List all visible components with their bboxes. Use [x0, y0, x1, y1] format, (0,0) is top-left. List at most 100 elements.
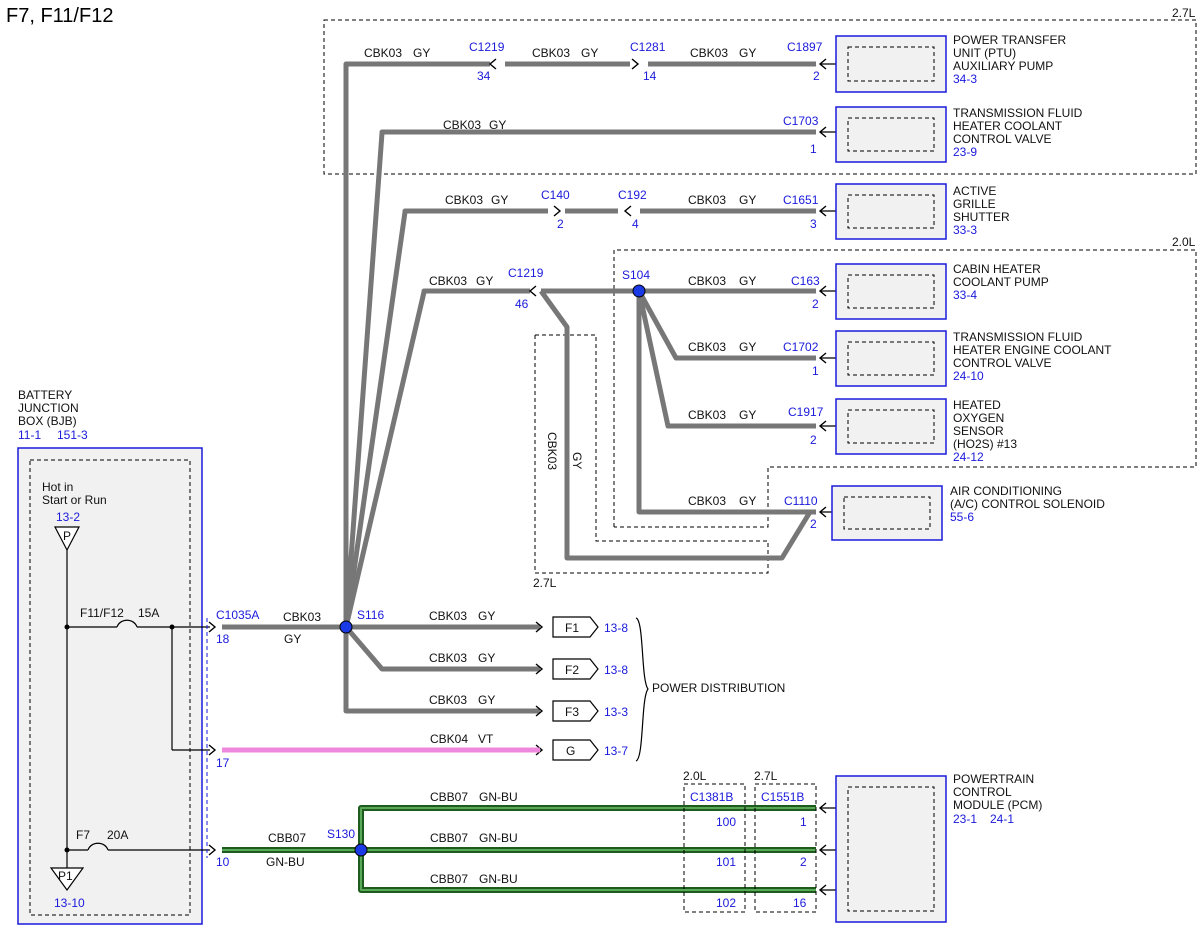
inline-connectors-gy [488, 58, 827, 518]
wire-label-vt: VT [478, 732, 494, 746]
bjb-hot-line-2: Start or Run [42, 493, 107, 507]
bjb-hot-line-1: Hot in [42, 480, 73, 494]
splices: S116 S104 S130 [327, 268, 650, 857]
connector-c1651: C1651 [783, 193, 819, 207]
wire-label-cbk03: CBK03 [688, 494, 726, 508]
connector-c1035a-label: C1035A [216, 608, 259, 622]
splice-s104-icon [632, 284, 646, 298]
bjb-name-line-1: BATTERY [18, 388, 72, 402]
pcm-line-3: MODULE (PCM) [953, 798, 1042, 812]
diagram-title: F7, F11/F12 [6, 5, 113, 27]
wire-label-cbk03: CBK03 [429, 693, 467, 707]
wire-label-gy: GY [478, 609, 495, 623]
connector-c1551b-pin-1: 1 [800, 815, 807, 829]
wire-label-gy: GY [739, 193, 756, 207]
connector-c1035a: C1035A 18 17 10 [206, 608, 259, 869]
connector-c1381b-label: C1381B [690, 790, 733, 804]
ho2s-line-1: HEATED [953, 398, 1001, 412]
connector-c1219-top-pin: 34 [477, 69, 491, 83]
connector-c1110: C1110 [784, 494, 818, 508]
ho2s-line-4: (HO2S) #13 [953, 437, 1017, 451]
connector-c192: C192 [618, 188, 647, 202]
connector-c1035a-pin-17: 17 [216, 756, 230, 770]
bjb-p-ref: 13-2 [56, 510, 80, 524]
chcp-ref: 33-4 [953, 288, 977, 302]
splice-s116-label: S116 [357, 608, 384, 622]
connector-c192-pin: 4 [632, 217, 639, 231]
connector-c1551b-pin-2: 2 [800, 855, 807, 869]
fuse-f7-rating: 20A [107, 828, 128, 842]
wire-label-gy: GY [478, 651, 495, 665]
wire-label-gy: GY [739, 494, 756, 508]
connector-c1219-top: C1219 [469, 40, 505, 54]
tfh-line-2: HEATER COOLANT [953, 119, 1063, 133]
ptu-line-3: AUXILIARY PUMP [953, 59, 1053, 73]
pd-f1-ref: 13-8 [604, 621, 628, 635]
wire-label-cbk03: CBK03 [532, 46, 570, 60]
ags-line-3: SHUTTER [953, 210, 1010, 224]
ags-line-2: GRILLE [953, 197, 996, 211]
pd-g-label: G [566, 744, 575, 758]
pcm-ref-1: 23-1 [953, 812, 977, 826]
wire-label-cbk03: CBK03 [690, 46, 728, 60]
fuse-f7-label: F7 [76, 828, 90, 842]
variant-label-c1551b: 2.7L [754, 769, 778, 783]
ac-line-2: (A/C) CONTROL SOLENOID [950, 497, 1105, 511]
wire-label-cbk03: CBK03 [688, 193, 726, 207]
fuse-f11-f12-rating: 15A [138, 606, 159, 620]
tfhe-line-3: CONTROL VALVE [953, 356, 1051, 370]
connector-c1110-pin: 2 [810, 517, 817, 531]
ptu-ref: 34-3 [953, 72, 977, 86]
connector-labels: C1219 34 C1281 14 C1897 2 C1703 1 C140 2… [469, 40, 824, 531]
pd-f2-shape [552, 658, 599, 680]
connector-c1035a-pin-10: 10 [216, 855, 230, 869]
bjb-p1-label: P1 [58, 869, 73, 883]
connector-c1551b: 2.7L C1551B 1 2 16 [754, 769, 817, 913]
connector-c1897: C1897 [787, 40, 823, 54]
connector-c140: C140 [541, 188, 570, 202]
splice-s104-label: S104 [622, 268, 650, 282]
wire-label-cbb07: CBB07 [430, 790, 468, 804]
wire-label-cbk03: CBK03 [429, 609, 467, 623]
pcm-ref-2: 24-1 [990, 812, 1014, 826]
wire-label-gn-bu: GN-BU [479, 872, 518, 886]
variant-label-c1381b: 2.0L [683, 769, 707, 783]
wire-label-cbk03: CBK03 [429, 651, 467, 665]
chcp-line-1: CABIN HEATER [953, 262, 1041, 276]
bjb-ref-2: 151-3 [57, 428, 88, 442]
wire-label-cbk03-vertical: CBK03 [545, 432, 559, 470]
wire-label-gy: GY [489, 118, 506, 132]
pd-f2-ref: 13-8 [604, 663, 628, 677]
connector-c1703-pin: 1 [810, 142, 817, 156]
pd-g-shape [552, 739, 599, 761]
connector-c1651-pin: 3 [810, 217, 817, 231]
variant-label-2-0l-mid: 2.0L [1172, 235, 1196, 249]
pd-f3-label: F3 [565, 705, 579, 719]
ho2s-line-3: SENSOR [953, 424, 1004, 438]
connector-c1381b-pin-101: 101 [716, 855, 736, 869]
pd-group-label: POWER DISTRIBUTION [652, 681, 785, 695]
wire-label-gy: GY [739, 408, 756, 422]
pd-f1-label: F1 [565, 621, 579, 635]
component-ac-control-solenoid: AIR CONDITIONING (A/C) CONTROL SOLENOID … [831, 484, 1105, 541]
component-pcm: POWERTRAIN CONTROL MODULE (PCM) 23-1 24-… [835, 772, 1042, 923]
component-heated-oxygen-sensor: HEATED OXYGEN SENSOR (HO2S) #13 24-12 [835, 398, 1017, 464]
component-tfh-engine-coolant-valve: TRANSMISSION FLUID HEATER ENGINE COOLANT… [835, 330, 1112, 387]
ptu-line-2: UNIT (PTU) [953, 46, 1016, 60]
wire-label-cbk03: CBK03 [688, 408, 726, 422]
wire-label-gn-bu: GN-BU [479, 790, 518, 804]
wire-label-cbk03: CBK03 [688, 340, 726, 354]
variant-label-2-7l-mid: 2.7L [533, 576, 557, 590]
component-active-grille-shutter: ACTIVE GRILLE SHUTTER 33-3 [835, 183, 1010, 240]
wire-label-gn-bu: GN-BU [266, 855, 305, 869]
variant-box-2-7l-mid: 2.7L [533, 334, 769, 590]
ags-ref: 33-3 [953, 223, 977, 237]
connector-c1281-pin: 14 [643, 69, 657, 83]
pd-brace [635, 617, 649, 762]
bjb-p1-ref: 13-10 [54, 896, 85, 910]
connector-c1702: C1702 [783, 340, 819, 354]
wire-label-cbb07: CBB07 [430, 872, 468, 886]
splice-s130-label: S130 [327, 827, 355, 841]
wire-label-cbk03: CBK03 [364, 46, 402, 60]
